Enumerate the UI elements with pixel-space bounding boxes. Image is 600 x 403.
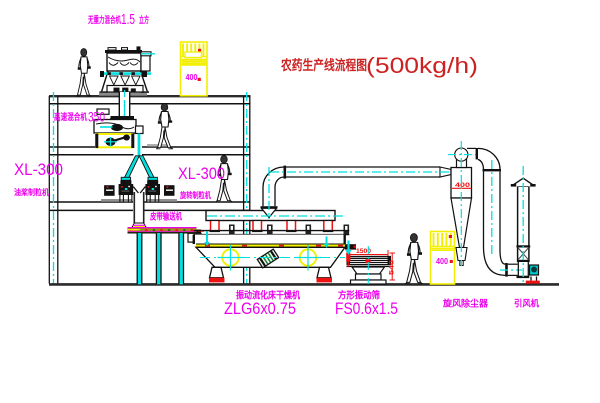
svg-text:ZLG6x0.75: ZLG6x0.75 — [224, 299, 296, 318]
svg-text:方形振动筛: 方形振动筛 — [338, 290, 380, 302]
svg-text:农药生产线流程图: 农药生产线流程图 — [280, 57, 367, 73]
svg-text:400: 400 — [186, 72, 198, 82]
svg-text:400: 400 — [455, 182, 471, 189]
svg-text:540: 540 — [389, 259, 396, 275]
svg-text:引风机: 引风机 — [514, 298, 539, 309]
svg-text:振动流化床干燥机: 振动流化床干燥机 — [236, 290, 300, 302]
svg-text:无重力混合机: 无重力混合机 — [87, 14, 121, 25]
svg-text:FS0.6x1.5: FS0.6x1.5 — [335, 299, 398, 318]
svg-text:旋风除尘器: 旋风除尘器 — [442, 298, 489, 309]
svg-text:XL-300: XL-300 — [178, 164, 225, 183]
svg-text:高速混合机: 高速混合机 — [54, 111, 87, 122]
svg-text:立方: 立方 — [139, 14, 149, 25]
svg-text:油桨制粒机: 油桨制粒机 — [14, 187, 49, 197]
svg-text:皮带输送机: 皮带输送机 — [149, 211, 182, 222]
svg-text:350: 350 — [88, 109, 105, 125]
svg-text:旋转制粒机: 旋转制粒机 — [179, 190, 211, 200]
svg-text:(500kg/h): (500kg/h) — [366, 53, 478, 78]
svg-text:400: 400 — [436, 256, 448, 266]
svg-text:1.5: 1.5 — [121, 11, 135, 28]
svg-text:XL-300: XL-300 — [14, 160, 63, 179]
svg-text:1500: 1500 — [356, 248, 371, 255]
